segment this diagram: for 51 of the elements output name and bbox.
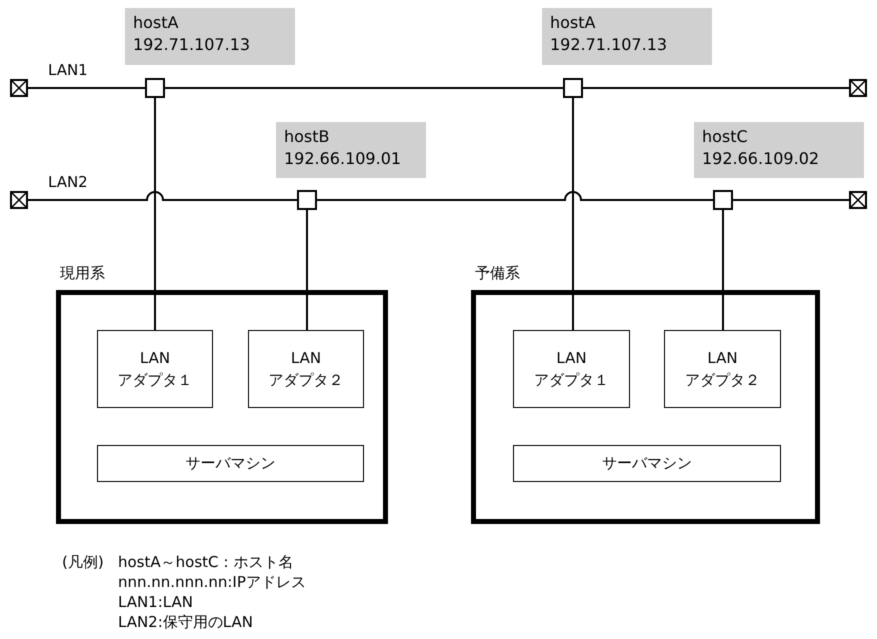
connector-square xyxy=(713,190,733,210)
ip-address: 192.71.107.13 xyxy=(133,34,250,56)
component-label: サーバマシン xyxy=(184,453,276,474)
component-box xyxy=(97,330,213,408)
ip-address: 192.66.109.02 xyxy=(702,148,820,170)
host-label-box xyxy=(276,122,426,178)
component-label: LAN アダプタ２ xyxy=(268,348,344,391)
legend-entry: nnn.nn.nnn.nn:IPアドレス xyxy=(118,572,306,592)
legend-entry: LAN1:LAN xyxy=(118,592,193,612)
component-box xyxy=(513,330,630,408)
component-label: LAN アダプタ１ xyxy=(116,348,194,391)
host-label-box xyxy=(694,122,864,178)
group-heading: 現用系 xyxy=(60,263,105,284)
component-label: サーバマシン xyxy=(601,453,693,474)
connector-square xyxy=(297,190,317,210)
host-name: hostA xyxy=(550,12,596,34)
terminator-symbol xyxy=(10,79,28,97)
host-name: hostB xyxy=(284,126,330,148)
network-line xyxy=(722,210,724,330)
component-box xyxy=(513,445,781,482)
host-name: hostC xyxy=(702,126,748,148)
connector-square xyxy=(563,78,583,98)
terminator-symbol xyxy=(849,191,867,209)
network-line xyxy=(583,87,849,89)
legend-entry: LAN2:保守用のLAN xyxy=(118,612,253,632)
component-label: LAN アダプタ１ xyxy=(533,348,610,391)
network-line xyxy=(28,191,297,201)
host-name: hostA xyxy=(133,12,178,34)
terminator-symbol xyxy=(10,191,28,209)
network-line xyxy=(317,191,713,201)
network-line xyxy=(28,87,145,89)
group-heading: 予備系 xyxy=(475,263,520,284)
network-label: LAN1 xyxy=(48,60,88,80)
legend-entry: hostA～hostC：ホスト名 xyxy=(118,552,294,572)
ip-address: 192.66.109.01 xyxy=(284,148,402,170)
network-label: LAN2 xyxy=(48,172,88,192)
network-line xyxy=(306,210,308,330)
component-box xyxy=(664,330,781,408)
ip-address: 192.71.107.13 xyxy=(550,34,668,56)
legend-heading: (凡例) xyxy=(62,552,104,572)
component-label: LAN アダプタ２ xyxy=(684,348,761,391)
network-line xyxy=(154,98,156,330)
component-box xyxy=(248,330,364,408)
host-label-box xyxy=(125,8,295,65)
network-line xyxy=(572,98,574,330)
network-line xyxy=(733,199,849,201)
terminator-symbol xyxy=(849,79,867,97)
host-label-box xyxy=(542,8,712,65)
component-box xyxy=(97,445,364,482)
connector-square xyxy=(145,78,165,98)
network-line xyxy=(165,87,563,89)
